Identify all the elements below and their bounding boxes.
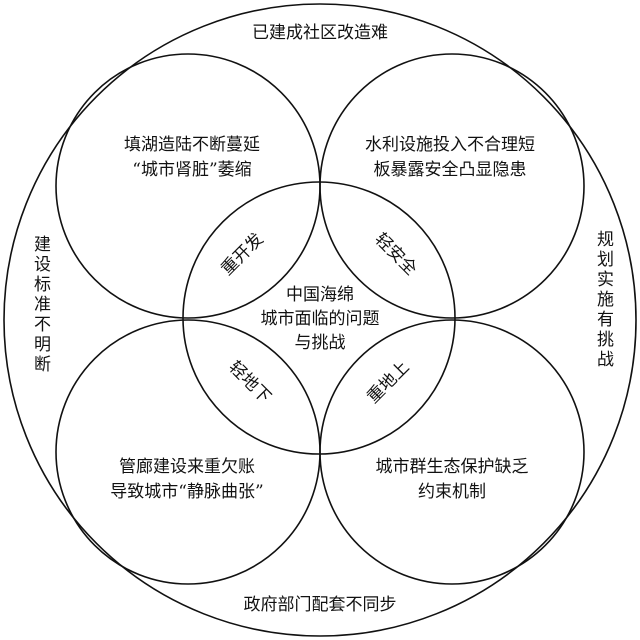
top-left-line-1: 填湖造陆不断蔓延: [124, 135, 260, 155]
lens-top-left: 重开发: [217, 229, 267, 279]
outer-bottom-label: 政府部门配套不同步: [244, 595, 397, 615]
top-right-line-1: 水利设施投入不合理短: [365, 135, 535, 155]
circle-bottom-right: [319, 319, 585, 585]
outer-left-label: 建设标准不明断: [30, 235, 51, 375]
center-line-2: 城市面临的问题: [261, 309, 380, 329]
circle-bottom-left: [55, 319, 321, 585]
outer-circle: [3, 3, 637, 637]
center-line-3: 与挑战: [295, 333, 346, 353]
top-left-line-2: “城市肾脏”萎缩: [132, 160, 251, 180]
bottom-right-line-2: 约束机制: [418, 482, 486, 502]
circle-top-right: [319, 53, 585, 319]
bottom-right-line-1: 城市群生态保护缺乏: [376, 457, 529, 477]
bottom-left-line-2: 导致城市“静脉曲张”: [110, 482, 263, 502]
lens-bottom-left: 轻地下: [224, 357, 274, 407]
lens-top-right: 轻安全: [370, 229, 420, 279]
top-right-line-2: 板暴露安全凸显隐患: [374, 160, 527, 180]
center-circle: [182, 181, 456, 455]
outer-right-label: 规划实施有挑战: [593, 230, 614, 370]
bottom-left-line-1: 管廊建设来重欠账: [119, 457, 255, 477]
lens-bottom-right: 重地上: [363, 357, 413, 407]
circle-top-left: [55, 53, 321, 319]
outer-top-label: 已建成社区改造难: [252, 23, 388, 43]
center-line-1: 中国海绵: [286, 285, 354, 305]
